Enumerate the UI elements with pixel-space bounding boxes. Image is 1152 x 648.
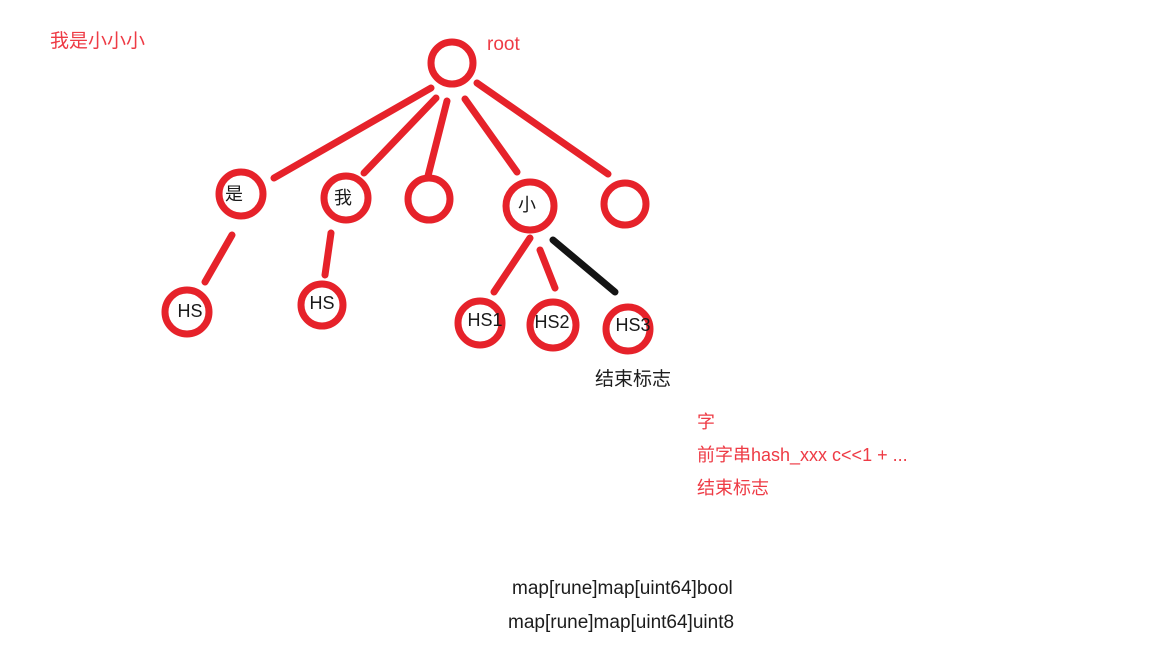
tree-node-hs1	[454, 297, 506, 349]
tree-node-label-wo: 我	[334, 188, 352, 208]
tree-node-hs-a	[161, 286, 213, 338]
tree-node-hs3	[602, 303, 654, 355]
tree-node-xiao	[502, 178, 558, 234]
code-line-map-uint8: map[rune]map[uint64]uint8	[508, 612, 735, 633]
tree-edge-root-empty-right	[473, 79, 612, 178]
tree-edge-wo-hs-b	[321, 229, 335, 279]
tree-node-label-shi: 是	[225, 184, 243, 204]
code-annotation-block: map[rune]map[uint64]bool map[rune]map[ui…	[508, 572, 734, 640]
tree-edge-root-empty-mid	[424, 97, 451, 180]
tree-node-wo	[320, 172, 372, 224]
tree-node-empty-right	[600, 179, 650, 229]
tree-edge-root-xiao	[461, 95, 521, 176]
tree-node-label-hs2: HS2	[534, 312, 569, 332]
tree-node-hs2	[526, 298, 580, 352]
tree-node-empty-mid	[404, 174, 454, 224]
tree-edge-xiao-hs1	[490, 234, 534, 296]
red-note-end-flag: 结束标志	[697, 478, 769, 498]
tree-node-label-hs1: HS1	[467, 310, 502, 330]
red-notes-block: 字 前字串hash_xxx c<<1 + ... 结束标志	[697, 406, 908, 505]
tree-node-label-hs-b: HS	[309, 293, 334, 313]
tree-node-label-hs3: HS3	[615, 315, 650, 335]
root-node-label: root	[487, 34, 520, 55]
end-flag-annotation: 结束标志	[595, 369, 672, 390]
code-line-map-bool: map[rune]map[uint64]bool	[512, 578, 733, 599]
red-note-hash: 前字串hash_xxx c<<1 + ...	[697, 445, 908, 465]
tree-node-hs-b	[297, 280, 347, 330]
red-note-char: 字	[697, 412, 715, 432]
tree-node-shi	[215, 168, 267, 220]
tree-edge-xiao-hs3	[549, 236, 619, 296]
tree-edge-xiao-hs2	[536, 246, 559, 292]
tree-node-label-xiao: 小	[518, 195, 536, 215]
tree-node-label-hs-a: HS	[177, 301, 202, 321]
tree-edge-shi-hs-a	[201, 231, 236, 286]
watermark-text: 我是小小小	[50, 31, 146, 52]
tree-edge-root-shi	[270, 84, 435, 182]
tree-edge-root-wo	[360, 94, 440, 177]
tree-node-root	[427, 38, 477, 88]
